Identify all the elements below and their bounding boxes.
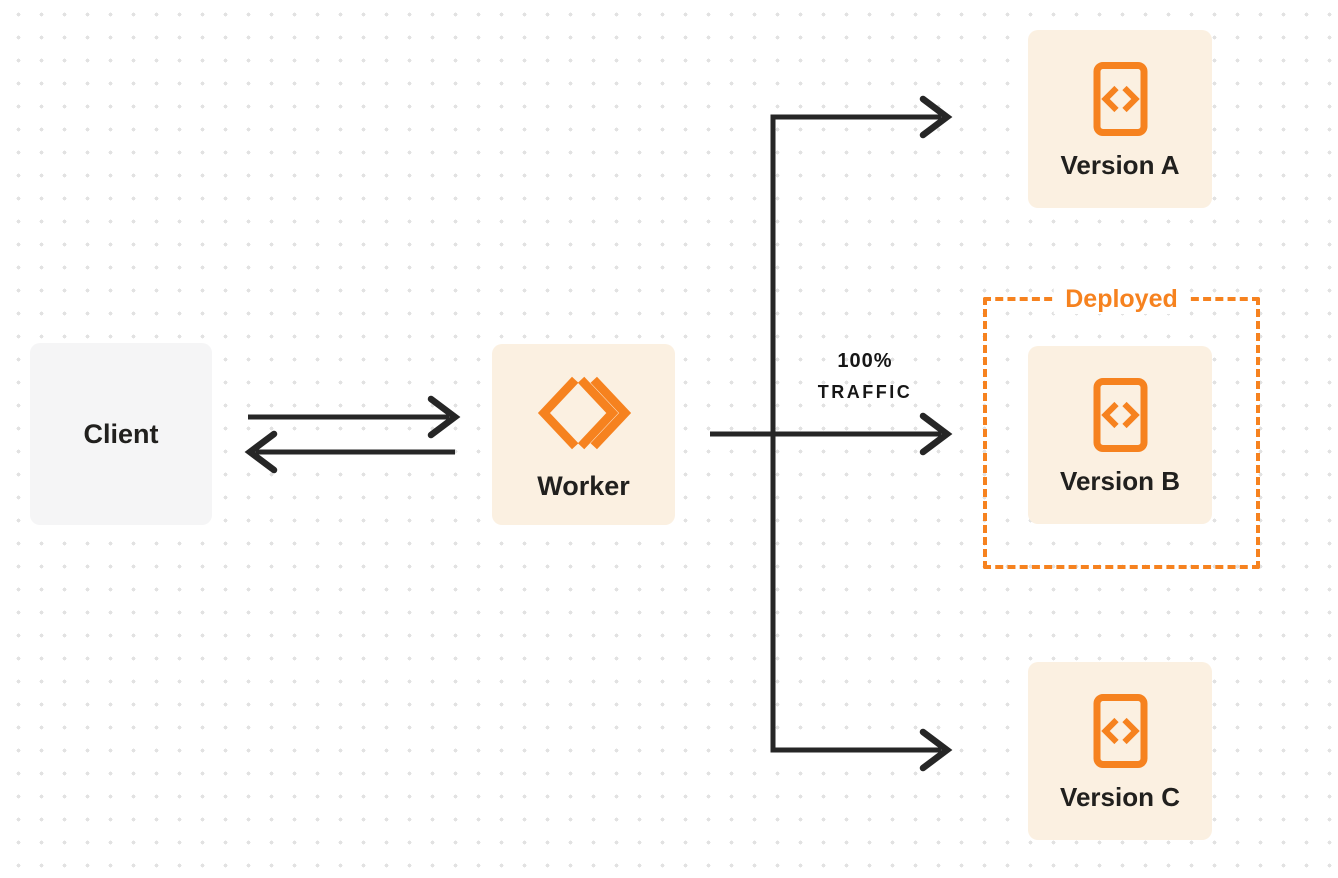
traffic-label: 100% TRAFFIC [780,350,950,403]
client-label: Client [83,418,159,449]
node-version-b: Version B [1028,346,1212,524]
node-version-c: Version C [1028,662,1212,840]
workers-double-chevron-icon [537,376,631,449]
arrowhead-version-a [919,95,953,139]
arrowhead-worker-to-client [244,430,278,474]
node-version-a: Version A [1028,30,1212,208]
worker-label: Worker [537,470,630,501]
version-b-label: Version B [1060,465,1180,496]
arrowhead-version-c [919,728,953,772]
arrowhead-client-to-worker [427,395,461,439]
arrowhead-version-b [919,412,953,456]
traffic-percent: 100% [837,350,893,372]
deployed-group-outline: Deployed [983,284,1260,569]
deployed-label: Deployed [1053,284,1190,314]
node-client: Client [30,343,212,525]
node-worker: Worker [492,344,675,525]
traffic-word: TRAFFIC [817,382,913,402]
code-file-icon [1093,61,1147,136]
code-file-icon [1093,377,1147,452]
version-a-label: Version A [1060,149,1180,180]
edge-branch-trunk [770,114,941,753]
code-file-icon [1093,693,1147,768]
version-c-label: Version C [1060,781,1180,812]
